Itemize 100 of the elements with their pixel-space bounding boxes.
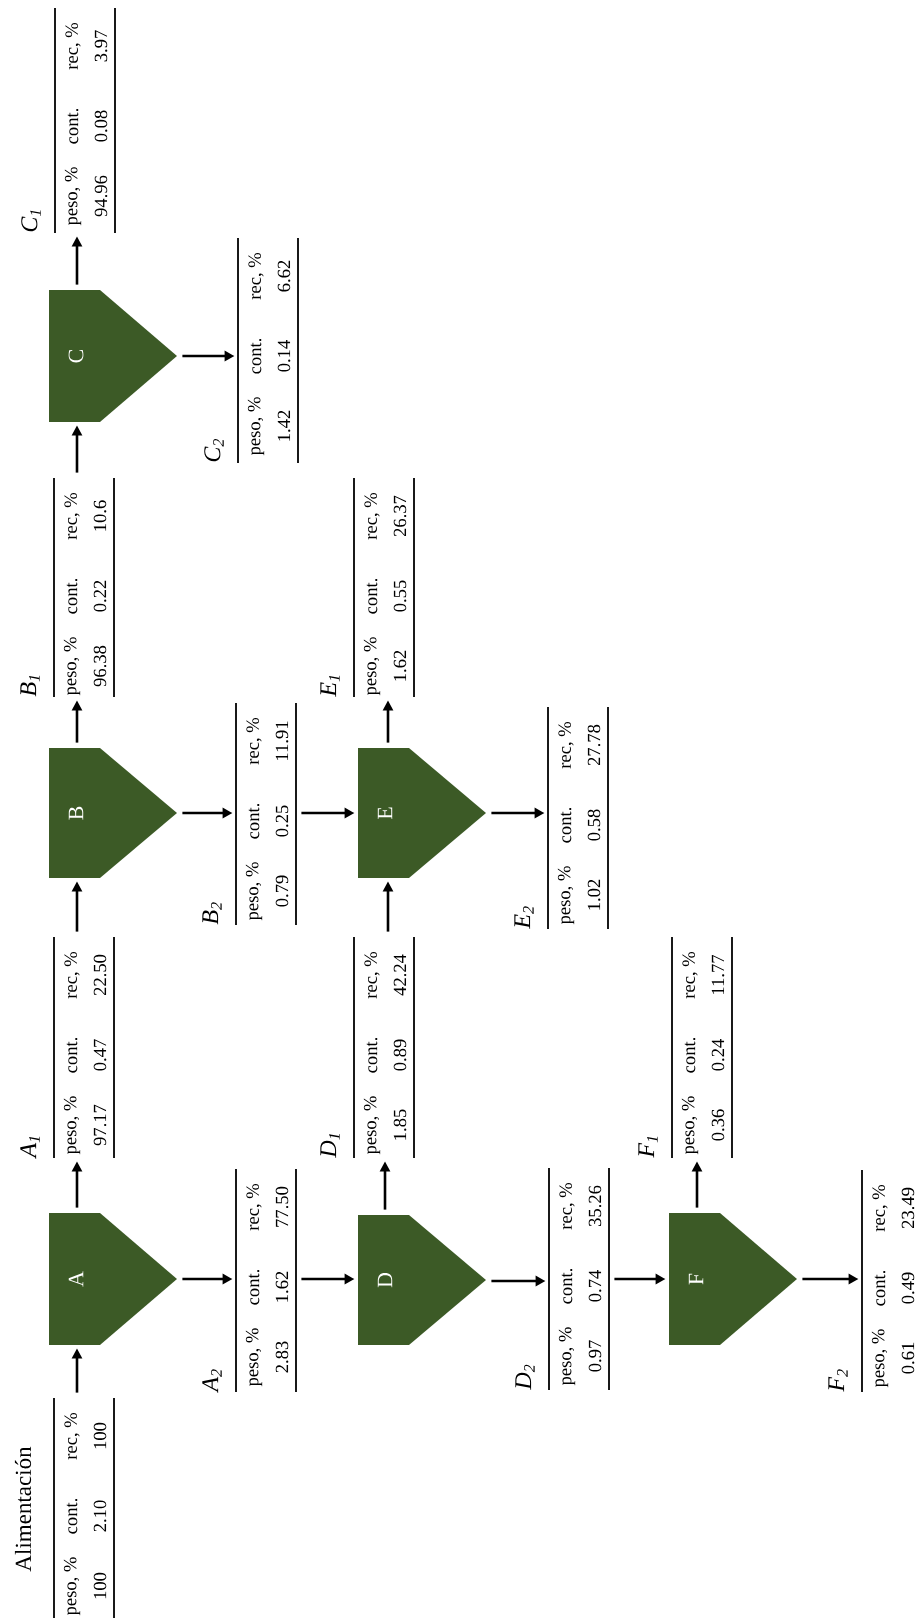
stream-label: B$_{2}$ <box>202 902 222 925</box>
node-label: 6.62 <box>277 260 291 292</box>
stream-table: peso, % cont. rec, % 1.42 0.14 6.62 <box>237 237 299 464</box>
separator-unit: A <box>49 1213 177 1345</box>
node-label: rec, % <box>682 951 698 999</box>
node-label: rec, % <box>248 252 264 300</box>
separator-unit: F <box>669 1213 797 1345</box>
node-label: cont. <box>66 578 78 614</box>
node-label: 1.02 <box>587 879 601 910</box>
node-label: 11.91 <box>275 721 289 760</box>
stream-table: peso, % cont. rec, % 0.79 0.25 11.91 <box>235 702 297 926</box>
stream-table: peso, % cont. rec, % 94.96 0.08 3.97 <box>54 7 116 234</box>
node-label: 22.50 <box>93 954 107 996</box>
node-label: 0.47 <box>93 1039 107 1071</box>
stream-table: peso, % cont. rec, % 100 2.10 100 <box>53 1397 115 1618</box>
stream-table: peso, % cont. rec, % 1.85 0.89 42.24 <box>353 936 415 1159</box>
node-label: 1.42 <box>277 410 291 441</box>
node-label: 100 <box>93 1572 107 1599</box>
stream-label: A$_{2}$ <box>202 1369 222 1393</box>
node-label: 0.61 <box>901 1342 915 1374</box>
node-label: 0.58 <box>587 809 601 841</box>
node-label: 23.49 <box>901 1187 915 1229</box>
stream-label: D$_{1}$ <box>320 1134 340 1158</box>
node-label: 94.96 <box>94 175 108 217</box>
node-label: 0.24 <box>711 1039 725 1071</box>
node-label: rec, % <box>558 721 574 769</box>
stream-table: peso, % cont. rec, % 0.61 0.49 23.49 <box>861 1169 915 1393</box>
stream-table: peso, % cont. rec, % 96.38 0.22 10.6 <box>53 477 115 698</box>
node-label: peso, % <box>247 397 265 456</box>
node-label: 0.14 <box>277 340 291 372</box>
stream-table: peso, % cont. rec, % 0.97 0.74 35.26 <box>548 1167 610 1391</box>
node-label: peso, % <box>245 1328 263 1387</box>
node-label: peso, % <box>245 862 263 921</box>
node-label: 2.10 <box>93 1500 107 1532</box>
node-label: peso, % <box>63 1096 81 1155</box>
node-label: cont. <box>66 1498 78 1534</box>
node-label: 0.74 <box>588 1270 602 1302</box>
stream-table: peso, % cont. rec, % 0.36 0.24 11.77 <box>671 936 733 1159</box>
node-label: peso, % <box>363 637 381 696</box>
stream-label: F$_{2}$ <box>828 1369 848 1392</box>
node-label: peso, % <box>871 1329 889 1388</box>
node-label: 97.17 <box>93 1104 107 1146</box>
node-label: 26.37 <box>393 495 407 537</box>
separator-unit: E <box>358 748 486 878</box>
stream-label: F$_{1}$ <box>638 1136 658 1158</box>
node-label: 1.85 <box>393 1109 407 1140</box>
stream-table: peso, % cont. rec, % 97.17 0.47 22.50 <box>53 936 115 1159</box>
stream-label: C$_{2}$ <box>204 438 224 462</box>
stream-label: E$_{1}$ <box>320 675 340 697</box>
node-label: 1.62 <box>275 1271 289 1302</box>
node-label: cont. <box>248 1269 260 1305</box>
stream-label: E$_{2}$ <box>514 906 534 929</box>
node-label: peso, % <box>681 1096 699 1155</box>
node-label: cont. <box>366 1037 378 1073</box>
node-label: peso, % <box>63 1557 81 1616</box>
node-label: 42.24 <box>393 954 407 996</box>
node-label: cont. <box>67 108 79 144</box>
node-label: 0.55 <box>393 580 407 612</box>
node-label: 0.97 <box>588 1340 602 1372</box>
node-label: 35.26 <box>588 1185 602 1227</box>
node-label: 1.62 <box>393 650 407 681</box>
node-label: cont. <box>248 803 260 839</box>
stream-label: B$_{1}$ <box>20 675 40 697</box>
node-label: 100 <box>93 1422 107 1449</box>
node-label: cont. <box>684 1037 696 1073</box>
node-label: 0.22 <box>93 580 107 612</box>
node-label: 0.08 <box>94 110 108 142</box>
stream-label: A$_{1}$ <box>20 1136 40 1159</box>
node-label: rec, % <box>246 1183 262 1231</box>
node-label: rec, % <box>64 1412 80 1460</box>
separator-unit: C <box>49 290 177 422</box>
table-title: Alimentación <box>14 1446 32 1572</box>
stream-label: D$_{2}$ <box>515 1364 535 1390</box>
node-label: 11.77 <box>711 954 725 994</box>
node-label: 10.6 <box>93 500 107 531</box>
stream-label: C$_{1}$ <box>21 210 41 232</box>
node-label: rec, % <box>64 951 80 999</box>
node-label: 27.78 <box>587 724 601 766</box>
node-label: cont. <box>250 338 262 374</box>
node-label: cont. <box>366 578 378 614</box>
stream-table: peso, % cont. rec, % 1.02 0.58 27.78 <box>547 706 609 930</box>
node-label: rec, % <box>559 1182 575 1230</box>
node-label: cont. <box>560 807 572 843</box>
node-label: peso, % <box>363 1096 381 1155</box>
node-label: 96.38 <box>93 645 107 687</box>
node-label: 2.83 <box>275 1341 289 1373</box>
node-label: cont. <box>66 1037 78 1073</box>
node-label: peso, % <box>64 167 82 226</box>
node-label: rec, % <box>872 1184 888 1232</box>
node-label: peso, % <box>558 1327 576 1386</box>
node-label: 0.79 <box>275 875 289 907</box>
node-label: 0.49 <box>901 1272 915 1304</box>
node-label: 0.36 <box>711 1109 725 1141</box>
node-label: 77.50 <box>275 1186 289 1227</box>
node-label: rec, % <box>364 492 380 540</box>
node-label: rec, % <box>246 717 262 765</box>
node-label: 3.97 <box>94 30 108 62</box>
node-label: peso, % <box>63 637 81 696</box>
node-label: peso, % <box>557 866 575 925</box>
stream-table: peso, % cont. rec, % 2.83 1.62 77.50 <box>235 1168 297 1393</box>
